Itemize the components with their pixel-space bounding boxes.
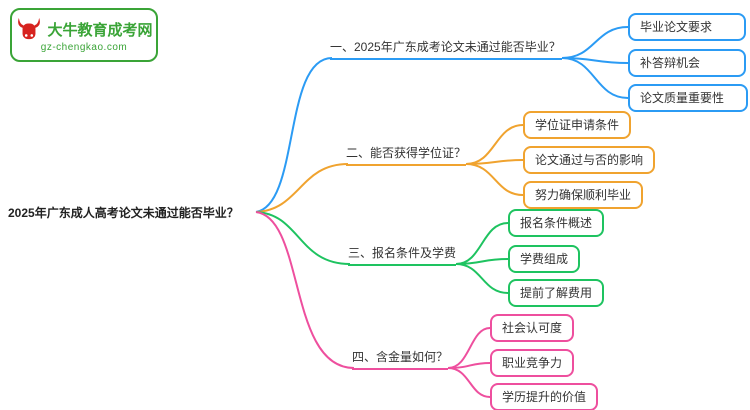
site-url: gz-chengkao.com xyxy=(40,42,128,53)
logo-row: 大牛教育成考网 xyxy=(15,17,153,41)
connector-root-branch-1 xyxy=(255,57,333,213)
child-node: 努力确保顺利毕业 xyxy=(523,181,644,209)
connector-root-branch-3 xyxy=(255,211,351,265)
connector-branch-2-child-1 xyxy=(465,124,524,165)
root-node: 2025年广东成人高考论文未通过能否毕业？ xyxy=(8,206,239,220)
branch-label-3: 三、报名条件及学费 xyxy=(348,246,456,266)
connector-branch-1-child-3 xyxy=(561,57,629,99)
child-node: 报名条件概述 xyxy=(508,209,605,237)
connector-branch-4-child-3 xyxy=(447,367,491,398)
bull-icon xyxy=(15,17,43,41)
branch-label-4: 四、含金量如何？ xyxy=(352,350,448,370)
connector-root-branch-4 xyxy=(255,211,355,369)
child-node: 职业竞争力 xyxy=(490,349,575,377)
connector-branch-3-child-1 xyxy=(455,222,509,265)
child-node: 学历提升的价值 xyxy=(490,383,599,410)
child-node: 提前了解费用 xyxy=(508,279,605,307)
connector-branch-3-child-3 xyxy=(455,263,509,294)
connector-branch-4-child-2 xyxy=(447,362,491,369)
child-node: 论文质量重要性 xyxy=(628,84,748,112)
child-node: 学位证申请条件 xyxy=(523,111,632,139)
connector-branch-4-child-1 xyxy=(447,327,491,369)
child-node: 学费组成 xyxy=(508,245,581,273)
child-node: 补答辩机会 xyxy=(628,49,746,77)
site-logo[interactable]: 大牛教育成考网 gz-chengkao.com xyxy=(10,8,158,62)
child-node: 毕业论文要求 xyxy=(628,13,746,41)
child-node: 论文通过与否的影响 xyxy=(523,146,656,174)
site-name: 大牛教育成考网 xyxy=(47,21,153,39)
child-node: 社会认可度 xyxy=(490,314,575,342)
connector-branch-2-child-3 xyxy=(465,163,524,196)
branch-label-1: 一、2025年广东成考论文未通过能否毕业？ xyxy=(330,40,562,60)
connector-branch-1-child-1 xyxy=(561,26,629,59)
connector-root-branch-2 xyxy=(255,163,349,213)
branch-label-2: 二、能否获得学位证？ xyxy=(346,146,466,166)
